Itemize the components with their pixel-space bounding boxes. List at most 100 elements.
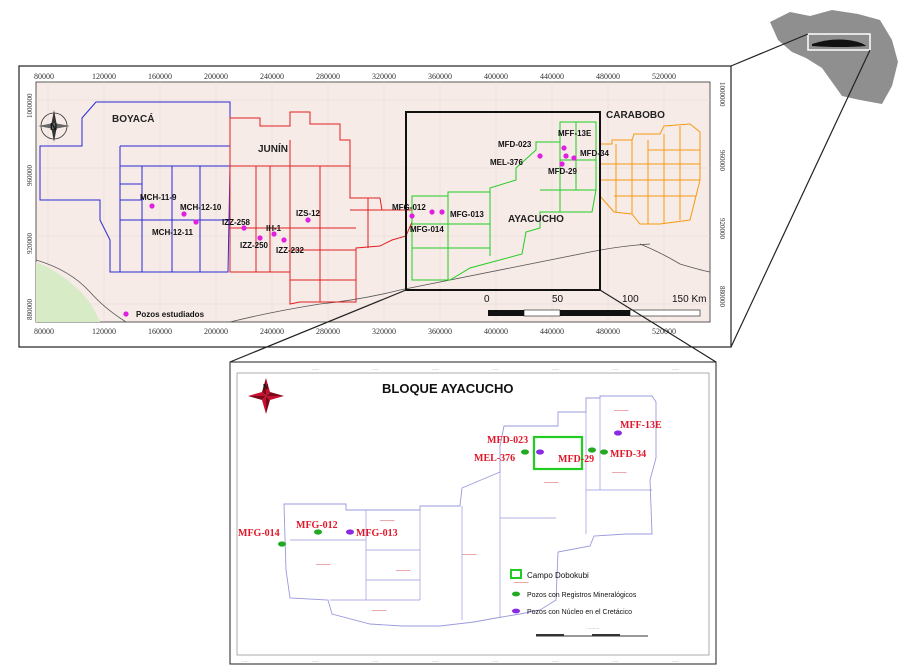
svg-text:━━━━━━: ━━━━━━ — [513, 580, 529, 585]
region-label-ayacucho: AYACUCHO — [508, 214, 564, 225]
scale-label: 150 Km — [672, 294, 706, 305]
svg-text:━━━━━━: ━━━━━━ — [395, 568, 411, 573]
ayacucho-block-outline — [283, 395, 657, 627]
tick-label: 440000 — [540, 72, 564, 81]
well-label: MFD-34 — [610, 449, 646, 460]
lower-ticks: ·········· ·········· ·········· ····· — [312, 367, 679, 372]
upper-x-ticks-bottom: 80000 120000 160000 200000 240000 280000… — [34, 327, 676, 336]
region-label-junin: JUNÍN — [258, 142, 288, 155]
svg-text:━━━━━━: ━━━━━━ — [543, 480, 559, 485]
well-label: MFD-29 — [548, 167, 577, 176]
tick-label: 120000 — [92, 327, 116, 336]
compass-rose-icon: N — [248, 378, 284, 414]
zoom-line — [599, 289, 717, 363]
well-label: MFD-023 — [498, 140, 532, 149]
tick-label: 480000 — [596, 327, 620, 336]
junin-block — [229, 111, 413, 305]
well-label: MFG-012 — [296, 520, 338, 531]
svg-text:N: N — [50, 122, 57, 133]
zoom-line — [730, 33, 809, 67]
ayacucho-block — [411, 121, 597, 281]
svg-text:━━━━━━: ━━━━━━ — [315, 562, 331, 567]
svg-text:·····: ····· — [612, 659, 619, 664]
well-label: MCH-12-11 — [152, 228, 193, 237]
tick-label: 280000 — [316, 72, 340, 81]
tick-label: 200000 — [204, 72, 228, 81]
tick-label: 1000000 — [718, 82, 726, 107]
tick-label: 360000 — [428, 72, 452, 81]
svg-text:━━━━━━: ━━━━━━ — [613, 408, 629, 413]
river — [639, 243, 710, 273]
vegetation-area — [36, 262, 100, 322]
well-label: MFG-012 — [392, 203, 426, 212]
region-label-boyaca: BOYACÁ — [112, 112, 154, 125]
svg-text:·····: ····· — [492, 367, 499, 372]
legend-campo: Campo Dobokubi — [527, 571, 589, 580]
scale-label: 0 — [484, 294, 490, 305]
well-label: MFD-34 — [580, 149, 609, 158]
svg-text:━━━━━━: ━━━━━━ — [371, 608, 387, 613]
legend-label: Pozos estudiados — [136, 310, 205, 319]
upper-x-ticks-top: 80000 120000 160000 200000 240000 280000… — [34, 72, 676, 81]
well-label: MEL-376 — [490, 158, 523, 167]
lower-wells — [278, 430, 622, 547]
svg-text:·····: ····· — [492, 659, 499, 664]
tick-label: 480000 — [596, 72, 620, 81]
svg-text:·····: ····· — [372, 367, 379, 372]
upper-y-ticks-right: 1000000 960000 920000 880000 — [718, 82, 726, 308]
scale-label: 100 — [622, 294, 639, 305]
tick-label: 920000 — [718, 218, 726, 240]
carabobo-block — [599, 123, 701, 225]
tick-label: 240000 — [260, 327, 284, 336]
svg-text:··········: ·········· — [586, 626, 599, 631]
tick-label: 520000 — [652, 72, 676, 81]
well-label: MFF-13E — [558, 129, 592, 138]
svg-text:·····: ····· — [672, 659, 679, 664]
tick-label: 120000 — [92, 72, 116, 81]
well-label: MFG-013 — [450, 210, 484, 219]
tick-label: 80000 — [34, 72, 54, 81]
tick-label: 280000 — [316, 327, 340, 336]
campo-dobokubi-box — [532, 435, 584, 471]
well-label: IH-1 — [266, 224, 282, 233]
svg-text:·····: ····· — [552, 659, 559, 664]
lower-map-area — [236, 372, 710, 656]
zoom-line — [229, 289, 407, 363]
upper-map: 0 50 100 150 Km N BOYACÁ JUNÍN AYACUCHO … — [18, 65, 732, 348]
svg-text:·····: ····· — [312, 367, 319, 372]
boyaca-block — [39, 101, 231, 273]
scale-bar-icon: ·········· — [536, 626, 648, 637]
svg-text:·····: ····· — [432, 367, 439, 372]
well-label: MFG-014 — [410, 225, 444, 234]
tick-label: 400000 — [484, 72, 508, 81]
well-label: MFG-014 — [238, 528, 280, 539]
scale-label: 50 — [552, 294, 564, 305]
well-label: MFD-29 — [558, 454, 594, 465]
tick-label: 320000 — [372, 72, 396, 81]
legend-registros: Pozos con Registros Mineralógicos — [527, 592, 637, 599]
tick-label: 80000 — [34, 327, 54, 336]
svg-text:·····: ····· — [432, 659, 439, 664]
inset-highlight-box — [807, 33, 871, 51]
svg-text:N: N — [263, 384, 268, 391]
tick-label: 160000 — [148, 72, 172, 81]
upper-map-area — [35, 81, 711, 323]
region-label-carabobo: CARABOBO — [606, 110, 665, 121]
ayacucho-zoom-box — [405, 111, 601, 291]
tick-label: 160000 — [148, 327, 172, 336]
svg-text:·····: ····· — [312, 659, 319, 664]
svg-text:━━━━━━: ━━━━━━ — [611, 470, 627, 475]
svg-text:·····: ····· — [372, 659, 379, 664]
svg-text:━━━━━━: ━━━━━━ — [461, 552, 477, 557]
tick-label: 400000 — [484, 327, 508, 336]
tick-label: 440000 — [540, 327, 564, 336]
tick-label: 240000 — [260, 72, 284, 81]
tick-label: 960000 — [26, 165, 34, 187]
svg-text:·····: ····· — [242, 659, 249, 664]
well-label: IZS-12 — [296, 209, 321, 218]
tick-label: 520000 — [652, 327, 676, 336]
upper-y-ticks-left: 1000000 960000 920000 880000 — [26, 93, 34, 320]
lower-ticks-bottom: ····· ····· ····· ····· ····· ····· ····· ··… — [242, 659, 679, 664]
river — [36, 259, 127, 322]
